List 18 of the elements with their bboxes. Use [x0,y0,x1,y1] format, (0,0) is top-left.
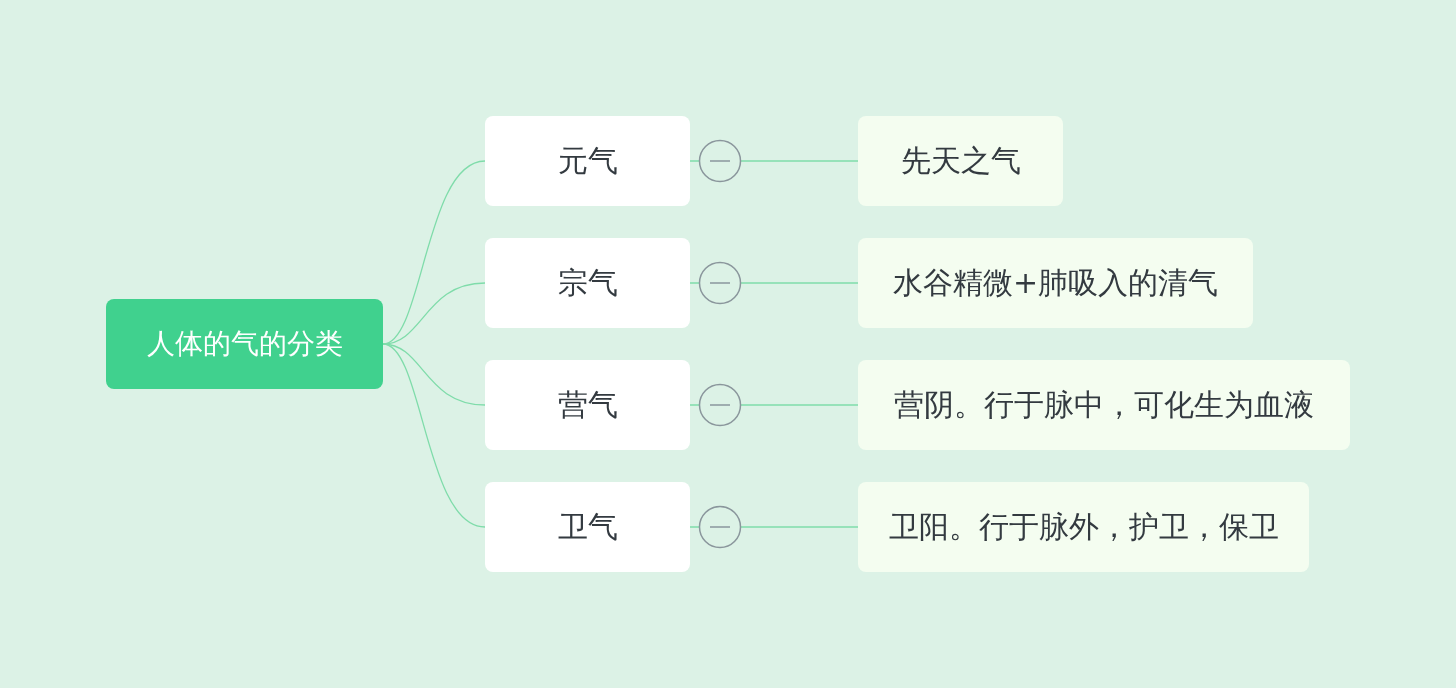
topic-box [858,238,1253,328]
topic-text: 先天之气 [900,141,1021,180]
topic-box [485,482,690,572]
topic-text: 水谷精微+肺吸入的清气 [892,263,1219,302]
topic-box [858,116,1063,206]
topic-box [485,238,690,328]
topic-text: 卫阳。行于脉外，护卫，保卫 [888,507,1279,546]
topic-text: 宗气 [557,263,618,302]
topic-box [485,360,690,450]
topic-text: 人体的气的分类 [146,326,343,362]
topic-text: 卫气 [557,507,618,546]
topic-box [858,482,1309,572]
topic-text: 营气 [557,385,618,424]
root-topic-box [106,299,383,389]
topic-text: 营阴。行于脉中，可化生为血液 [894,385,1314,424]
topic-text: 元气 [557,141,618,180]
topic-box [858,360,1350,450]
topic-box [485,116,690,206]
